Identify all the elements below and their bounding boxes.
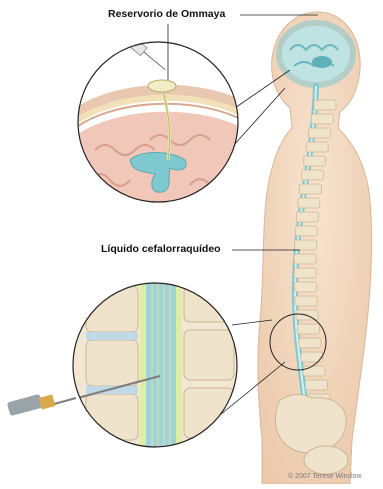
vertebra (295, 226, 317, 236)
vertebra (304, 156, 326, 166)
vertebra (299, 338, 321, 348)
vertebra (306, 142, 328, 152)
spinal-needle (7, 394, 76, 416)
vertebra (300, 184, 322, 194)
head-brain (276, 20, 356, 88)
vertebra (305, 380, 327, 390)
vertebra (294, 254, 316, 264)
reservoir-label: Reservorio de Ommaya (108, 8, 225, 20)
vertebra (298, 198, 320, 208)
vertebra (295, 296, 317, 306)
vertebra (297, 324, 319, 334)
magnified-brain-circle (70, 17, 250, 210)
vertebra (302, 170, 324, 180)
vertebra (314, 100, 336, 110)
vertebra (303, 366, 325, 376)
copyright-text: © 2007 Terese Winslow (288, 473, 362, 480)
csf-label: Líquido cefalorraquídeo (101, 243, 221, 255)
vertebra (309, 128, 331, 138)
vertebra (311, 114, 333, 124)
vertebra (295, 240, 317, 250)
vertebra (294, 268, 316, 278)
magnified-spine-circle (70, 280, 240, 450)
vertebra (294, 282, 316, 292)
vertebra (296, 212, 318, 222)
